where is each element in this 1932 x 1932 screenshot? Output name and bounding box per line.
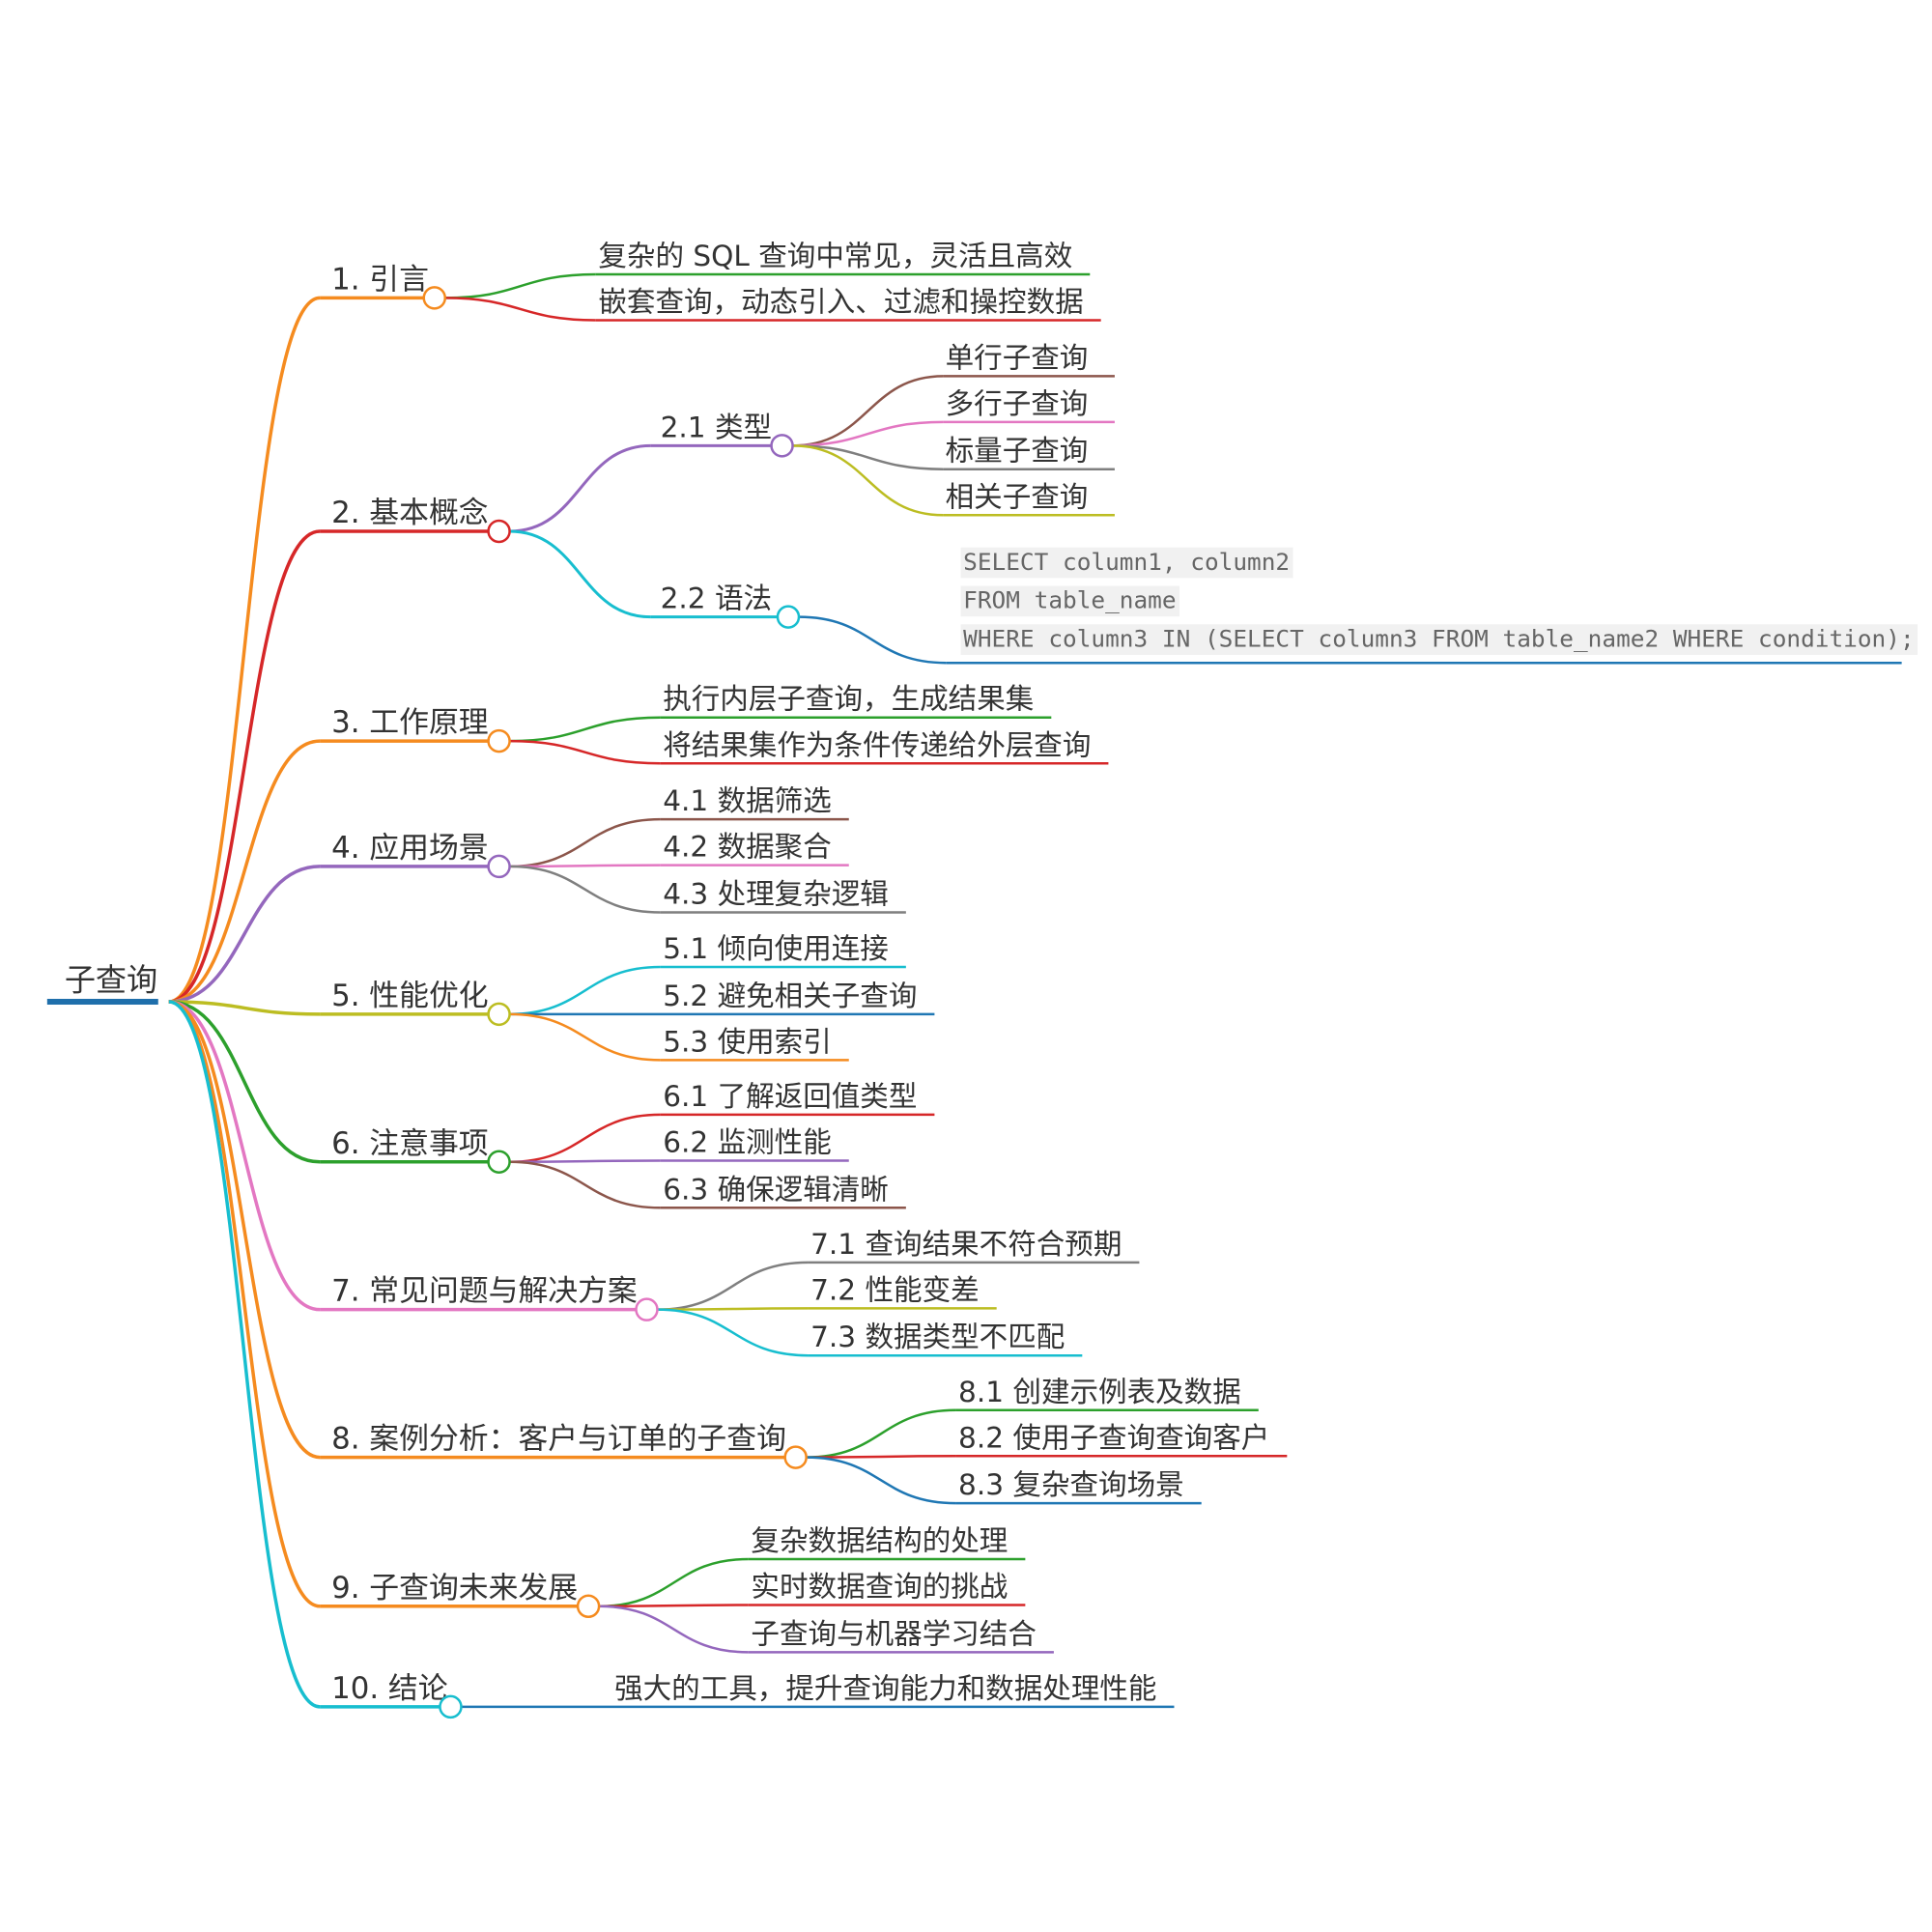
branch-edge-3 xyxy=(168,739,321,1004)
leaf-5-1-label: 5.1 倾向使用连接 xyxy=(663,932,889,965)
branch-7-label: 7. 常见问题与解决方案 xyxy=(331,1274,638,1309)
branch-7-toggle[interactable] xyxy=(635,1297,659,1321)
branch-5-toggle[interactable] xyxy=(487,1002,511,1027)
leaf-edge-3-2 xyxy=(509,739,661,765)
branch-6-toggle[interactable] xyxy=(487,1150,511,1175)
leaf-edge-7-2 xyxy=(657,1307,809,1311)
leaf-9-1-label: 复杂数据结构的处理 xyxy=(751,1524,1008,1557)
branch-4-toggle[interactable] xyxy=(487,854,511,879)
leaf-edge-4-3 xyxy=(509,865,661,914)
code-line-1: SELECT column1, column2 xyxy=(963,548,1290,576)
leaf-edge-9-3 xyxy=(599,1605,749,1654)
leaf-7-2-label: 7.2 性能变差 xyxy=(810,1273,980,1306)
branch-2-toggle[interactable] xyxy=(487,519,511,544)
leaf-9-2-label: 实时数据查询的挑战 xyxy=(751,1571,1008,1604)
code-line-3-background xyxy=(960,624,1918,656)
leaf-2-1-2-label: 多行子查询 xyxy=(946,387,1089,420)
branch-edge-8 xyxy=(168,1000,321,1460)
mindmap-nodes: 子查询 1. 引言 复杂的 SQL 查询中常见，灵活且高效嵌套查询，动态引入、过滤和… xyxy=(65,240,1918,1719)
leaf-1-1-label: 复杂的 SQL 查询中常见，灵活且高效 xyxy=(598,240,1072,272)
code-line-2: FROM table_name xyxy=(963,586,1176,614)
leaf-edge-2-2-1 xyxy=(798,615,947,665)
leaf-10-1-label: 强大的工具，提升查询能力和数据处理性能 xyxy=(614,1672,1156,1705)
branch-edge-1 xyxy=(168,296,321,1004)
branch-10-toggle[interactable] xyxy=(439,1694,463,1719)
leaf-edge-6-2 xyxy=(509,1159,661,1164)
leaf-edge-2-1-2 xyxy=(792,420,944,447)
leaf-edge-6-1 xyxy=(509,1113,661,1164)
leaf-5-3-label: 5.3 使用索引 xyxy=(663,1025,832,1058)
leaf-5-2-label: 5.2 避免相关子查询 xyxy=(663,980,917,1012)
branch-10-label: 10. 结论 xyxy=(331,1671,448,1706)
leaf-edge-2-1-3 xyxy=(792,444,944,470)
leaf-edge-3-1 xyxy=(509,716,661,743)
leaf-4-2-label: 4.2 数据聚合 xyxy=(663,831,832,864)
branch-3-label: 3. 工作原理 xyxy=(331,705,489,740)
branch-5-label: 5. 性能优化 xyxy=(331,979,489,1013)
sub-edge-2-2 xyxy=(509,529,651,619)
branch-edge-10 xyxy=(168,1000,321,1709)
sub-2-2-label: 2.2 语法 xyxy=(661,582,772,615)
code-line-2-background xyxy=(960,585,1180,617)
leaf-6-3-label: 6.3 确保逻辑清晰 xyxy=(663,1173,889,1206)
branch-edge-5 xyxy=(168,1000,321,1016)
sub-2-1-toggle[interactable] xyxy=(770,434,794,458)
branch-1-label: 1. 引言 xyxy=(331,262,429,297)
branch-3-toggle[interactable] xyxy=(487,728,511,753)
leaf-edge-8-2 xyxy=(806,1455,956,1459)
leaf-2-1-3-label: 标量子查询 xyxy=(946,435,1089,468)
leaf-6-2-label: 6.2 监测性能 xyxy=(663,1125,832,1158)
branch-2-label: 2. 基本概念 xyxy=(331,496,489,530)
leaf-2-1-4-label: 相关子查询 xyxy=(946,480,1089,513)
leaf-8-2-label: 8.2 使用子查询查询客户 xyxy=(958,1421,1269,1454)
leaf-edge-9-1 xyxy=(599,1557,749,1608)
leaf-edge-1-1 xyxy=(444,272,596,299)
leaf-9-3-label: 子查询与机器学习结合 xyxy=(751,1617,1036,1650)
branch-edge-2 xyxy=(168,529,321,1004)
sub-2-2-toggle[interactable] xyxy=(776,605,801,629)
leaf-edge-5-1 xyxy=(509,965,661,1016)
branch-edge-9 xyxy=(168,1000,321,1608)
leaf-edge-9-2 xyxy=(599,1604,749,1608)
root-topic: 子查询 xyxy=(65,961,157,998)
branch-6-label: 6. 注意事项 xyxy=(331,1126,489,1161)
leaf-6-1-label: 6.1 了解返回值类型 xyxy=(663,1080,917,1113)
branch-8-toggle[interactable] xyxy=(783,1445,808,1469)
leaf-8-3-label: 8.3 复杂查询场景 xyxy=(958,1468,1184,1501)
leaf-7-3-label: 7.3 数据类型不匹配 xyxy=(810,1321,1065,1353)
branch-9-label: 9. 子查询未来发展 xyxy=(331,1571,578,1605)
leaf-1-2-label: 嵌套查询，动态引入、过滤和操控数据 xyxy=(598,286,1083,319)
leaf-edge-7-3 xyxy=(657,1308,809,1357)
leaf-edge-6-3 xyxy=(509,1160,661,1209)
leaf-4-1-label: 4.1 数据筛选 xyxy=(663,784,832,817)
sub-2-1-label: 2.1 类型 xyxy=(661,411,772,443)
sub-edge-2-1 xyxy=(509,443,651,533)
leaf-edge-4-1 xyxy=(509,817,661,868)
leaf-7-1-label: 7.1 查询结果不符合预期 xyxy=(810,1228,1122,1261)
leaf-edge-5-3 xyxy=(509,1012,661,1062)
leaf-edge-8-3 xyxy=(806,1456,956,1505)
leaf-edge-2-1-1 xyxy=(792,375,944,447)
leaf-3-2-label: 将结果集作为条件传递给外层查询 xyxy=(663,728,1091,761)
leaf-edge-8-1 xyxy=(806,1408,956,1459)
leaf-edge-7-1 xyxy=(657,1261,809,1311)
leaf-edge-1-2 xyxy=(444,297,596,322)
branch-4-label: 4. 应用场景 xyxy=(331,831,489,866)
leaf-4-3-label: 4.3 处理复杂逻辑 xyxy=(663,877,889,910)
leaf-3-1-label: 执行内层子查询，生成结果集 xyxy=(663,683,1034,716)
branch-1-toggle[interactable] xyxy=(422,286,446,310)
leaf-8-1-label: 8.1 创建示例表及数据 xyxy=(958,1376,1241,1408)
leaf-edge-4-2 xyxy=(509,864,661,868)
branch-edge-4 xyxy=(168,865,321,1004)
leaf-edge-2-1-4 xyxy=(792,444,944,517)
branch-edge-7 xyxy=(168,1000,321,1312)
branch-edge-6 xyxy=(168,1000,321,1164)
mindmap-edges xyxy=(46,272,1902,1709)
branch-8-label: 8. 案例分析：客户与订单的子查询 xyxy=(331,1422,786,1457)
leaf-2-1-1-label: 单行子查询 xyxy=(946,341,1089,374)
code-line-1-background xyxy=(960,547,1293,579)
branch-9-toggle[interactable] xyxy=(576,1594,601,1619)
code-line-3: WHERE column3 IN (SELECT column3 FROM ta… xyxy=(963,624,1914,652)
